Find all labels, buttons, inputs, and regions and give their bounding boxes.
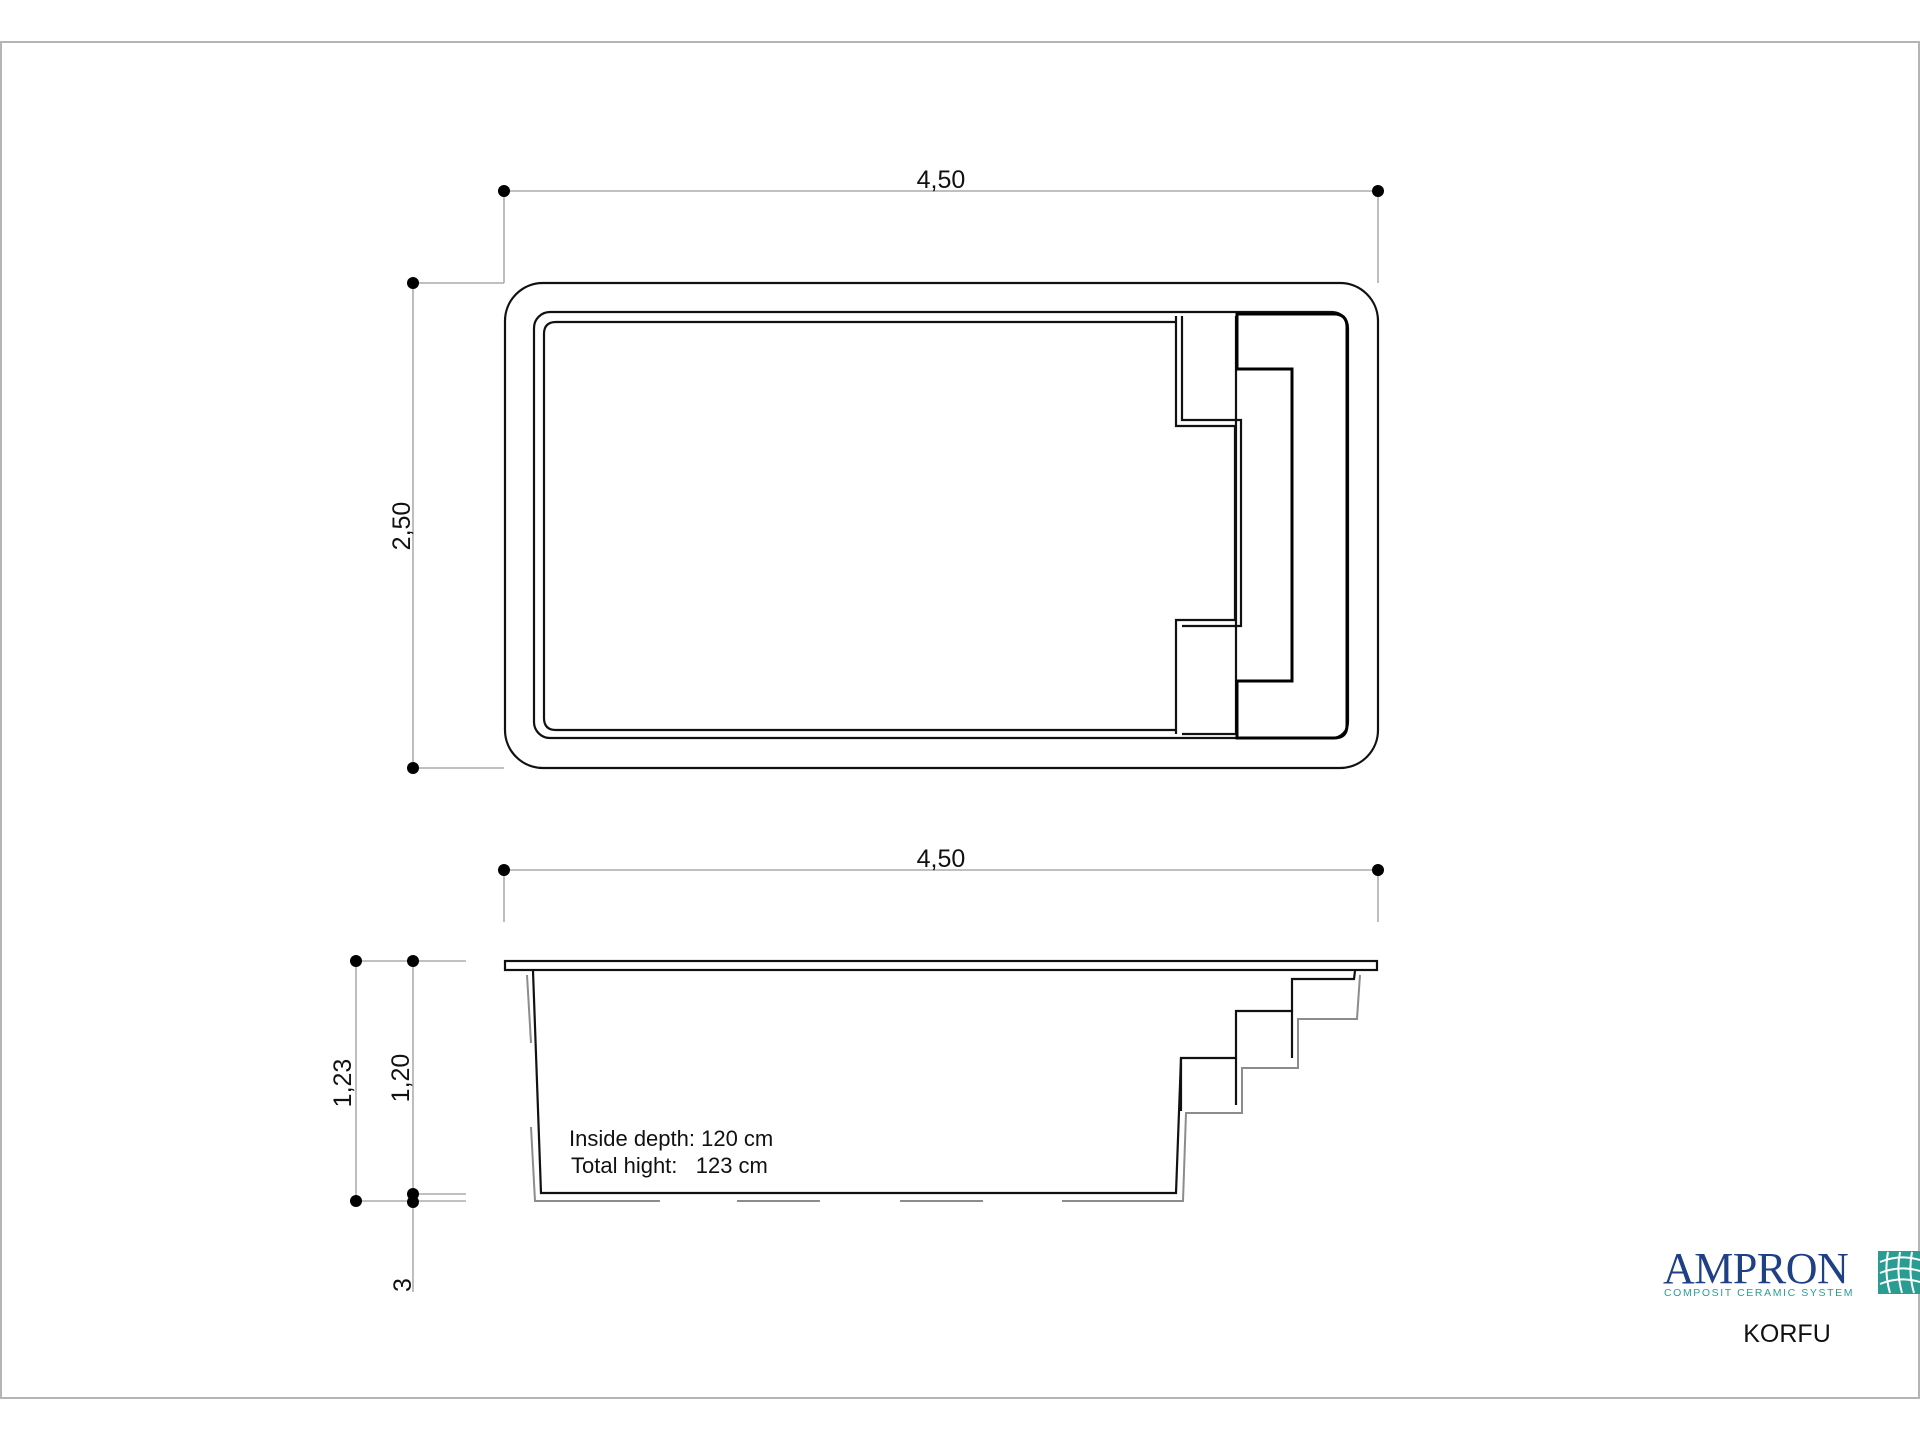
dimension-dot [407,762,419,774]
brand-logo-icon [1878,1251,1920,1294]
plan-step-riser [1182,316,1238,736]
dimension-dot [498,864,510,876]
dimension-dot [498,185,510,197]
inside-depth-label: 1,20 [387,1054,415,1103]
sheet-frame [0,41,1920,1399]
title-block: AMPRON COMPOSIT CERAMIC SYSTEM KORFU [1663,1244,1920,1348]
rim-thickness-label: 3 [389,1278,417,1292]
total-height-note: Total hight: 123 cm [571,1153,768,1178]
section-shell-inner [531,970,1357,1195]
pool-outer-rim [503,281,1380,770]
plan-length-label: 4,50 [917,166,966,194]
section-rim [503,959,1379,972]
model-name: KORFU [1743,1320,1831,1348]
section-length-label: 4,50 [917,845,966,873]
section-view: 4,50 1,23 1,20 3 Inside depth: 120 cm To… [329,845,1384,1292]
dimension-dot [350,955,362,967]
inside-depth-note: Inside depth: 120 cm [569,1126,773,1151]
dimension-dot [1372,864,1384,876]
plan-width-label: 2,50 [388,502,416,551]
section-shell-outer [526,974,1361,1202]
pool-basin-floor [542,320,1176,732]
dimension-dot [407,1196,419,1208]
brand-name: AMPRON [1663,1244,1848,1293]
total-height-label: 1,23 [329,1059,357,1108]
plan-view: 4,50 2,50 [388,166,1384,774]
plan-step-lower-edge [1180,316,1243,628]
dimension-dot [407,955,419,967]
plan-step-upper [1235,312,1349,740]
pool-inner-edge [532,310,1350,740]
dimension-dot [407,277,419,289]
dimension-dot [1372,185,1384,197]
brand-tagline: COMPOSIT CERAMIC SYSTEM [1664,1287,1854,1299]
plan-step-lower [1174,316,1237,734]
dimension-dot [350,1195,362,1207]
